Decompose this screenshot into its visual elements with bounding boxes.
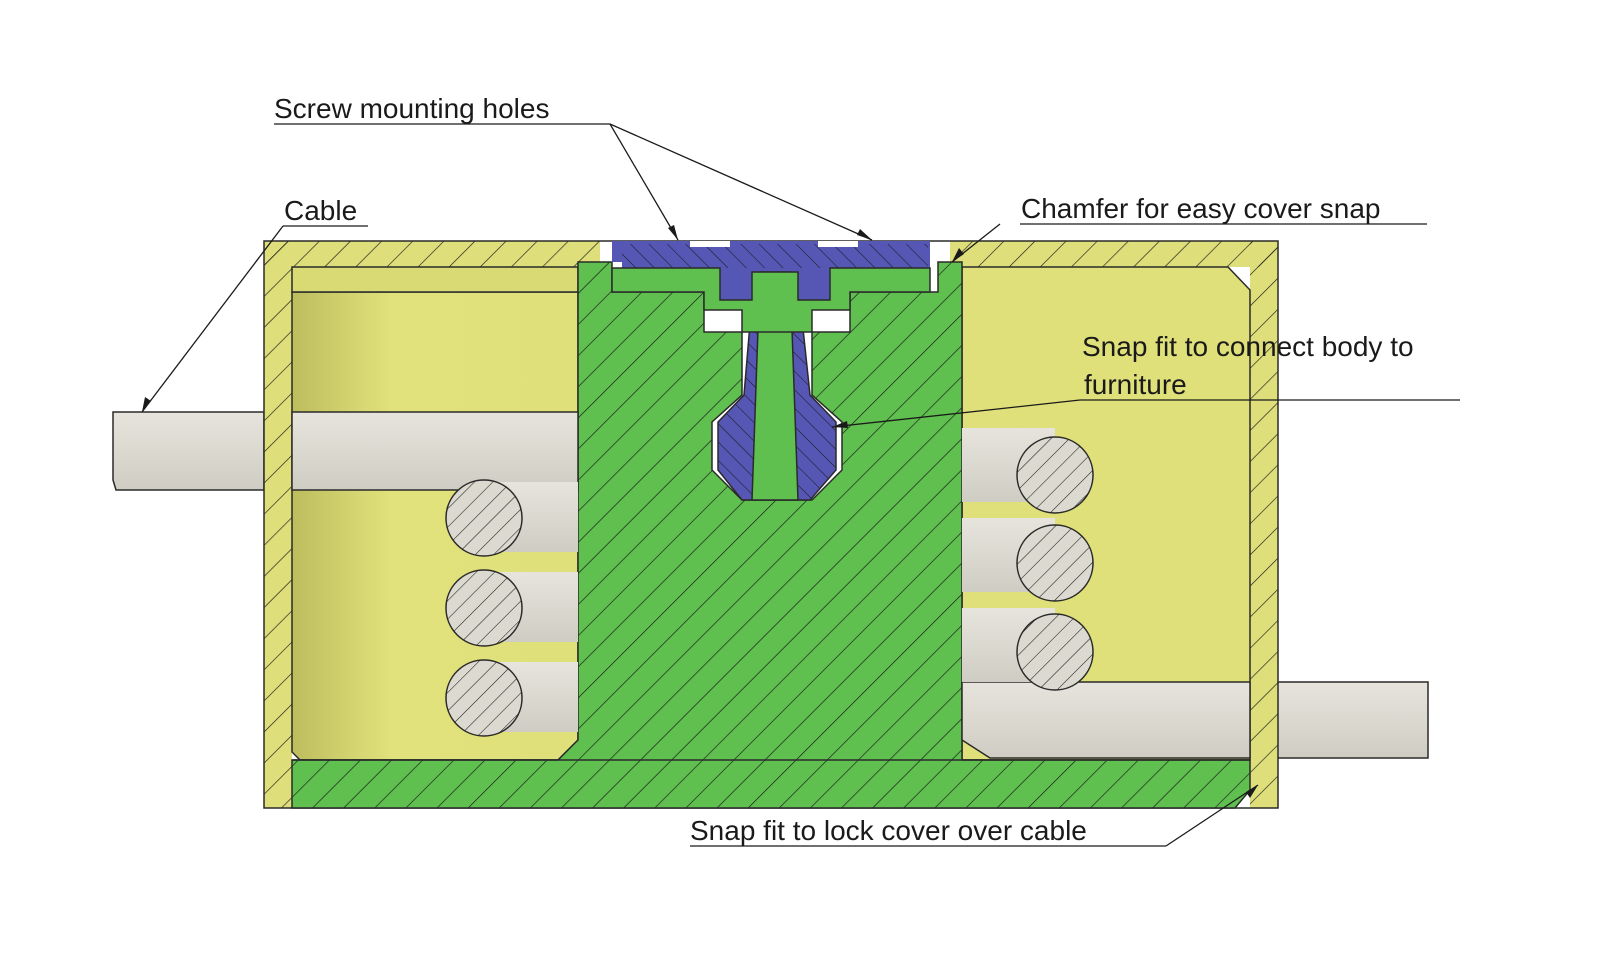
label-screw-mounting-holes: Screw mounting holes <box>274 93 549 124</box>
screw <box>611 241 931 501</box>
leader-chamfer <box>951 223 1427 263</box>
right-cable-internal <box>961 428 1251 759</box>
label-snap-fit-body-line2: furniture <box>1084 369 1187 400</box>
label-cable: Cable <box>284 195 357 226</box>
leader-screw-holes <box>274 123 873 241</box>
right-coil-section <box>1016 436 1094 691</box>
label-chamfer: Chamfer for easy cover snap <box>1021 193 1381 224</box>
label-snap-fit-body-line1: Snap fit to connect body to <box>1082 331 1414 362</box>
leader-cable <box>141 225 368 413</box>
left-cable <box>112 411 265 491</box>
right-cable <box>1249 681 1429 759</box>
leader-snap-cover <box>690 784 1259 847</box>
left-cable-internal <box>291 411 579 737</box>
label-snap-fit-cover: Snap fit to lock cover over cable <box>690 815 1087 846</box>
leader-snap-body <box>831 399 1460 428</box>
left-coil-section <box>445 479 523 737</box>
